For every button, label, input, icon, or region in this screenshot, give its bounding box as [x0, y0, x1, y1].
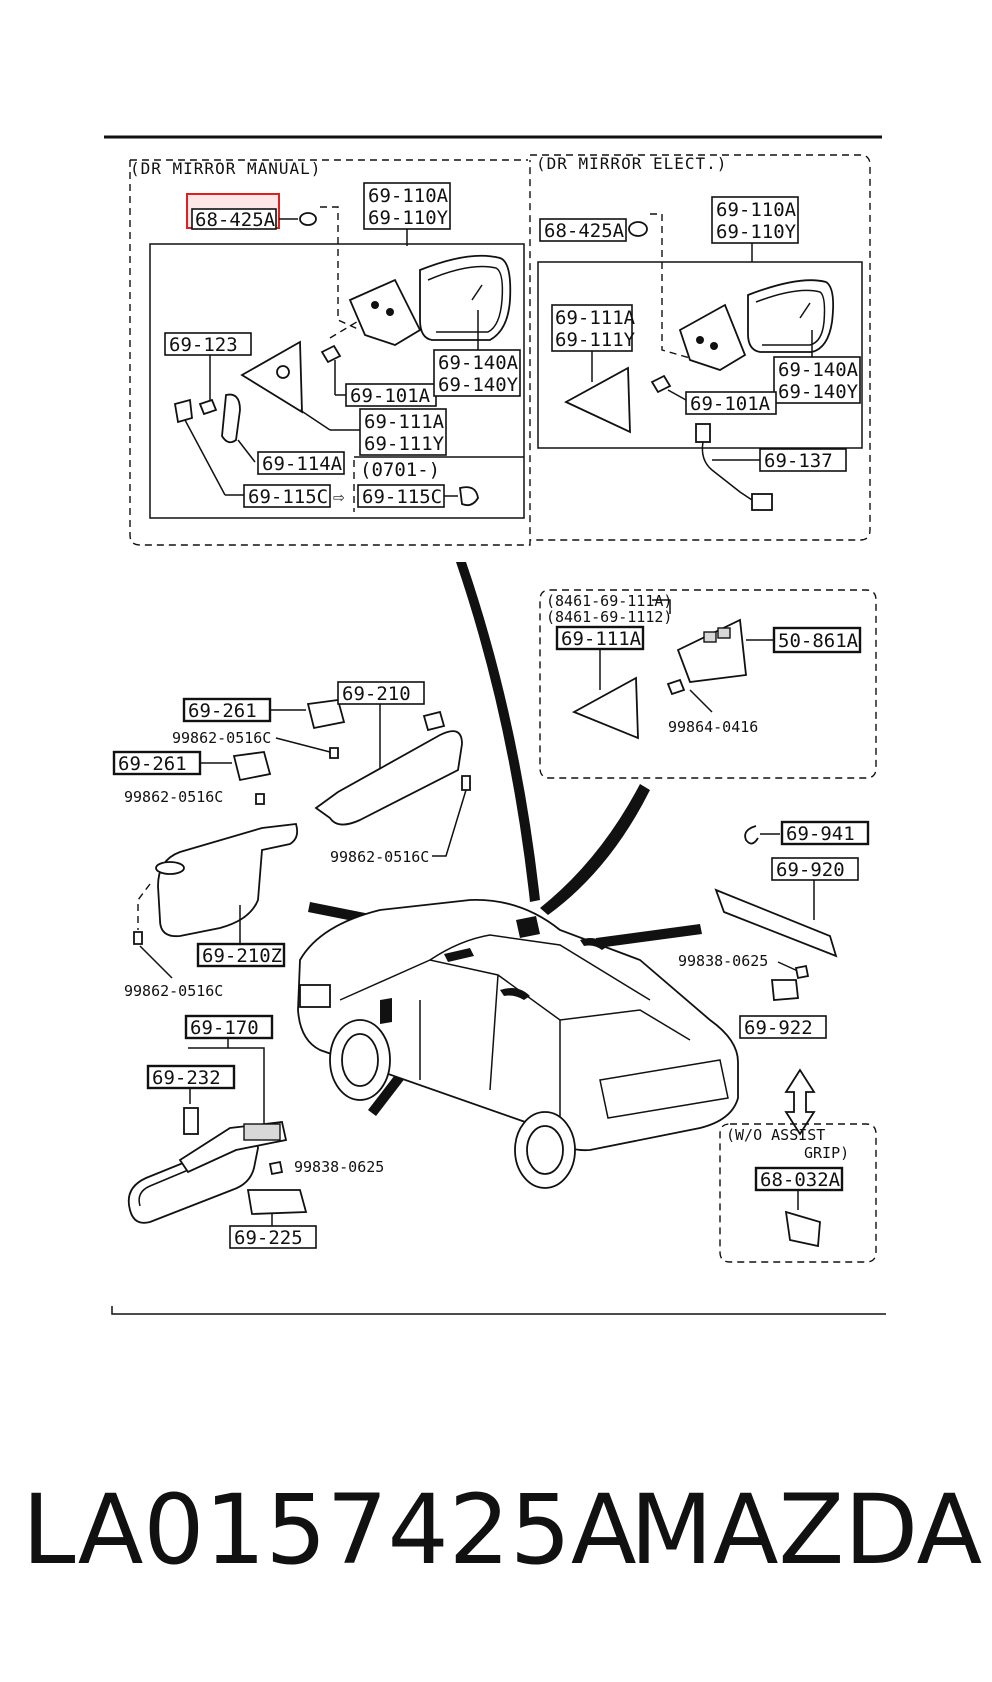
label-69-110Y-manual[interactable]: 69-110Y	[368, 207, 449, 229]
part-number: LA0157425A	[22, 1474, 637, 1586]
switch-panel-icon	[676, 618, 747, 683]
label-69-140A-elect[interactable]: 69-140A	[778, 359, 859, 381]
elect-inner-box	[537, 261, 863, 449]
visor-holder-icon	[306, 699, 346, 730]
grip-bar-icon	[714, 888, 838, 958]
connector-icon	[695, 423, 711, 443]
screw-icon	[320, 344, 342, 364]
elect-mirror-section: (DR MIRROR ELECT.) 68-425A 69-110A 69-11…	[530, 154, 871, 541]
label-99838-mirror[interactable]: 99838-0625	[294, 1158, 384, 1176]
label-69-232[interactable]: 69-232	[152, 1067, 221, 1089]
knob-icon	[221, 393, 241, 444]
label-69-111A-alt[interactable]: 69-111A	[561, 628, 642, 650]
label-69-101A-manual[interactable]: 69-101A	[350, 385, 431, 407]
label-69-110A-elect[interactable]: 69-110A	[716, 199, 797, 221]
label-69-114A[interactable]: 69-114A	[262, 453, 343, 475]
label-69-111Y-elect[interactable]: 69-111Y	[555, 329, 636, 351]
triangle-alt-icon	[571, 676, 639, 740]
label-69-922[interactable]: 69-922	[744, 1017, 813, 1039]
label-69-210[interactable]: 69-210	[342, 683, 411, 705]
assist-note-2: GRIP)	[804, 1144, 849, 1162]
clip-icon	[459, 486, 479, 507]
label-69-137[interactable]: 69-137	[764, 450, 833, 472]
triangle-cover-elect-icon	[564, 366, 631, 434]
brand-name: MAZDA	[630, 1474, 983, 1586]
label-69-123[interactable]: 69-123	[169, 334, 238, 356]
cap-grip-icon	[771, 979, 799, 1001]
label-69-941[interactable]: 69-941	[786, 823, 855, 845]
label-68-032A[interactable]: 68-032A	[760, 1169, 841, 1191]
screw-alt-icon	[666, 678, 686, 696]
bulb-icon	[183, 1107, 199, 1135]
label-69-261-a[interactable]: 69-261	[188, 700, 257, 722]
visor-right-icon	[314, 730, 463, 826]
model-note: (0701-)	[360, 459, 440, 481]
visor-left-icon	[157, 823, 299, 938]
label-69-210Z[interactable]: 69-210Z	[202, 945, 282, 967]
swap-arrow-icon	[784, 1068, 816, 1136]
cap-part	[299, 212, 317, 226]
label-99864-0416[interactable]: 99864-0416	[668, 718, 758, 736]
code-note-2: (8461-69-1112)	[546, 608, 672, 626]
label-99862-d[interactable]: 99862-0516C	[124, 982, 223, 1000]
caption-bar: LA0157425A MAZDA	[0, 1475, 992, 1585]
manual-mirror-section: (DR MIRROR MANUAL) 68-425A 69-110A 69-11…	[129, 159, 531, 546]
arrow-icon: ⇨	[333, 486, 344, 508]
manual-mirror-icon	[348, 254, 512, 346]
rear-mirror-section: 69-170 69-232 99838-0625 69-225	[127, 1014, 384, 1249]
label-99838-grip[interactable]: 99838-0625	[678, 952, 768, 970]
hook-icon	[744, 825, 759, 845]
label-69-261-b[interactable]: 69-261	[118, 753, 187, 775]
bracket-icon	[173, 398, 193, 424]
manual-inner-box	[149, 243, 525, 519]
rear-mirror-icon	[127, 1137, 259, 1224]
label-69-111A-elect[interactable]: 69-111A	[555, 307, 636, 329]
label-69-140Y-manual[interactable]: 69-140Y	[438, 374, 519, 396]
label-69-920[interactable]: 69-920	[776, 859, 845, 881]
label-69-225[interactable]: 69-225	[234, 1227, 303, 1249]
assist-note-1: (W/O ASSIST	[726, 1126, 825, 1144]
label-69-110A-manual[interactable]: 69-110A	[368, 185, 449, 207]
manual-header: (DR MIRROR MANUAL)	[130, 159, 321, 178]
map-lamp-cover-icon	[246, 1189, 308, 1215]
car-illustration	[297, 899, 739, 1189]
sun-visor-section: 69-261 99862-0516C 69-261 99862-0516C 69…	[112, 681, 471, 1000]
code-note-1: (8461-69-111A)	[546, 592, 672, 610]
screw-elect-icon	[650, 374, 672, 394]
label-69-115C-new[interactable]: 69-115C	[362, 486, 442, 508]
label-99862-a[interactable]: 99862-0516C	[172, 729, 271, 747]
label-50-861A[interactable]: 50-861A	[778, 630, 859, 652]
elect-header: (DR MIRROR ELECT.)	[536, 154, 727, 173]
label-69-115C[interactable]: 69-115C	[248, 486, 328, 508]
bolt-icon	[198, 398, 218, 416]
label-69-111Y-manual[interactable]: 69-111Y	[364, 433, 445, 455]
triangle-cover-section: (8461-69-111A) (8461-69-1112) 69-111A 50…	[539, 589, 877, 779]
label-69-170[interactable]: 69-170	[190, 1017, 259, 1039]
label-69-140A-manual[interactable]: 69-140A	[438, 352, 519, 374]
plug-icon	[784, 1210, 821, 1248]
label-69-111A-manual[interactable]: 69-111A	[364, 411, 445, 433]
label-69-110Y-elect[interactable]: 69-110Y	[716, 221, 797, 243]
screw-mirror-icon	[268, 1160, 284, 1176]
label-99862-c[interactable]: 99862-0516C	[330, 848, 429, 866]
label-69-140Y-elect[interactable]: 69-140Y	[778, 381, 859, 403]
triangle-cover-icon	[240, 340, 303, 414]
label-68-425A-elect[interactable]: 68-425A	[544, 220, 625, 242]
label-99862-b[interactable]: 99862-0516C	[124, 788, 223, 806]
visor-holder-b-icon	[232, 751, 272, 782]
assist-grip-section: 69-941 69-920 99838-0625 69-922 (W/O ASS…	[678, 820, 877, 1263]
label-69-101A-elect[interactable]: 69-101A	[690, 393, 771, 415]
label-68-425A-manual[interactable]: 68-425A	[195, 209, 276, 231]
